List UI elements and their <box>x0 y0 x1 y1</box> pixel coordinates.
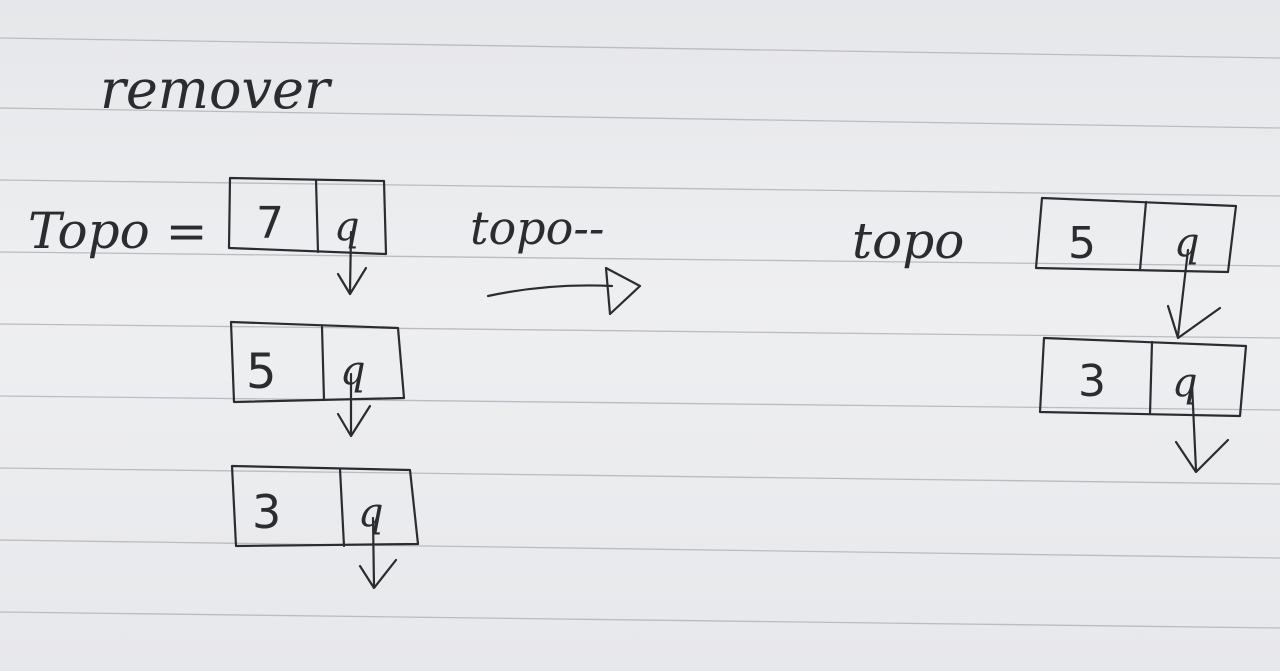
operation-topo-decrement: topo-- <box>470 201 604 255</box>
heading-remover: remover <box>100 58 333 121</box>
ruled-lines <box>0 37 1280 629</box>
left-node-2: 5 q <box>229 320 406 404</box>
left-node-2-value: 5 <box>246 344 277 400</box>
right-stack-label: topo <box>852 212 964 270</box>
right-node-2-value: 3 <box>1078 356 1106 407</box>
arrow-left-3-null <box>358 516 398 590</box>
left-node-2-pointer: q <box>340 348 366 394</box>
arrow-left-2-to-3 <box>336 372 372 438</box>
transition-arrow <box>486 266 642 316</box>
left-node-3-pointer: q <box>358 490 384 536</box>
arrow-right-2-null <box>1174 382 1230 474</box>
left-node-1-pointer: q <box>334 204 360 250</box>
arrow-right-1-to-2 <box>1166 248 1222 340</box>
right-node-2: 3 q <box>1038 336 1248 418</box>
right-node-1: 5 q <box>1034 196 1238 274</box>
left-node-1: 7 q <box>227 176 388 256</box>
left-node-1-value: 7 <box>256 198 284 249</box>
left-stack-label: Topo = <box>28 202 207 260</box>
arrow-left-1-to-2 <box>336 230 368 296</box>
left-node-3-value: 3 <box>252 485 281 539</box>
right-node-1-value: 5 <box>1068 218 1096 269</box>
left-node-3: 3 q <box>230 464 420 548</box>
